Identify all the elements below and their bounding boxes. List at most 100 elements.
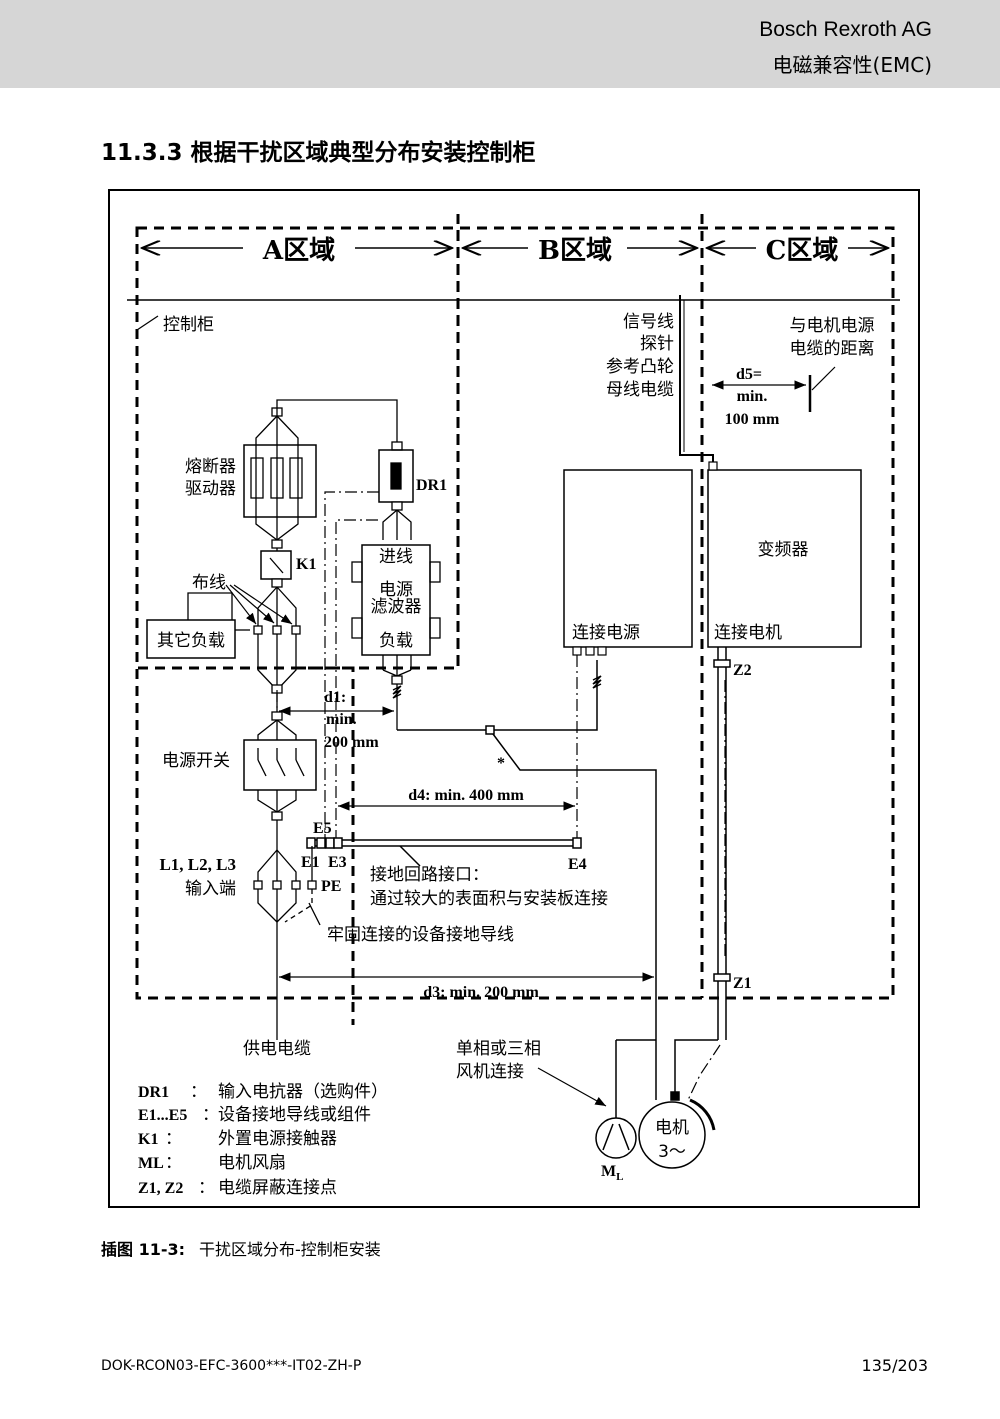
control-cabinet-label: 控制柜 — [163, 315, 214, 335]
signal-cable — [679, 295, 714, 470]
svg-text:：: ： — [165, 1129, 182, 1149]
filter-load-label: 负载 — [379, 631, 413, 651]
footer-page-number: 135/203 — [861, 1356, 928, 1375]
e4-label: E4 — [568, 856, 587, 873]
k1-label: K1 — [296, 556, 316, 573]
svg-text:200 mm: 200 mm — [324, 734, 379, 751]
header-chapter: 电磁兼容性(EMC) — [772, 53, 932, 77]
svg-text:3～: 3～ — [658, 1142, 686, 1162]
figure-caption: 插图 11-3:干扰区域分布-控制柜安装 — [101, 1236, 381, 1260]
legend-key-k1: K1 — [138, 1131, 158, 1148]
svg-text:母线电缆: 母线电缆 — [606, 380, 674, 400]
svg-text:：: ： — [165, 1153, 182, 1173]
d1-label: d1: min. 200 mm — [324, 689, 379, 751]
wiring-pointers — [225, 584, 293, 625]
legend-key-z1z2: Z1, Z2 — [138, 1180, 183, 1197]
fan-label: ML — [601, 1163, 623, 1183]
svg-text:100 mm: 100 mm — [725, 411, 780, 428]
pe-label: PE — [321, 878, 341, 895]
motor-cable — [674, 647, 731, 1092]
filter-in-label: 进线 — [379, 547, 413, 567]
legend-key-ml: ML — [138, 1155, 164, 1172]
svg-text:接地回路接口：: 接地回路接口： — [370, 865, 489, 885]
power-inverter-terminals — [572, 646, 607, 656]
svg-text:d1:: d1: — [324, 689, 346, 706]
cabinet-pointer — [136, 315, 159, 331]
fan-ml — [595, 1117, 637, 1159]
filter-to-inverter-cable — [397, 660, 657, 1100]
mains-switch-label: 电源开关 — [162, 751, 230, 771]
header-company: Bosch Rexroth AG — [759, 18, 932, 41]
svg-text:通过较大的表面积与安装板连接: 通过较大的表面积与安装板连接 — [370, 889, 608, 909]
z1-label: Z1 — [733, 975, 752, 992]
ground-conductor-label: 牢固连接的设备接地导线 — [327, 925, 514, 945]
ground-interface-label: 接地回路接口： 通过较大的表面积与安装板连接 — [370, 865, 608, 909]
d5-label: d5= min. 100 mm — [725, 366, 780, 428]
fuse-label: 熔断器 驱动器 — [185, 457, 236, 499]
e1-label: E1 — [301, 854, 320, 871]
mains-switch — [243, 693, 317, 821]
svg-text:L1, L2, L3: L1, L2, L3 — [159, 855, 236, 874]
legend-text-z1z2: 电缆屏蔽连接点 — [218, 1178, 337, 1198]
fan-pointer — [537, 1067, 607, 1107]
fan-connection-label: 单相或三相 风机连接 — [456, 1039, 541, 1082]
svg-text:滤波器: 滤波器 — [371, 597, 422, 617]
motor-cable-distance-pointer — [811, 366, 836, 391]
legend: DR1 ： 输入电抗器（选购件） E1...E5 ： 设备接地导线或组件 K1 … — [138, 1082, 388, 1198]
footer-doc-id: DOK-RCON03-EFC-3600***-IT02-ZH-P — [101, 1358, 362, 1374]
svg-text:信号线: 信号线 — [623, 312, 674, 332]
power-filter — [351, 544, 441, 730]
signal-lines-label: 信号线 探针 参考凸轮 母线电缆 — [606, 312, 674, 400]
connect-power-label: 连接电源 — [572, 623, 640, 643]
dr1-label: DR1 — [416, 477, 447, 494]
zone-a-label: A区域 — [262, 236, 335, 266]
e3-label: E3 — [328, 854, 347, 871]
figure-frame — [108, 189, 920, 1208]
legend-text-k1: 外置电源接触器 — [218, 1129, 337, 1149]
supply-cable-label: 供电电缆 — [243, 1039, 311, 1059]
asterisk-marker: * — [497, 755, 505, 772]
fuse-block — [243, 407, 317, 549]
motor-label: 电机 3～ — [655, 1118, 689, 1162]
input-terminals — [253, 820, 321, 1040]
dr1-reactor — [276, 399, 414, 540]
svg-text:熔断器: 熔断器 — [185, 457, 236, 477]
svg-text:电机: 电机 — [655, 1118, 689, 1138]
zone-b-label: B区域 — [538, 236, 612, 266]
wiring-label: 布线 — [192, 573, 226, 593]
e5-label: E5 — [313, 820, 332, 837]
z2-label: Z2 — [733, 662, 752, 679]
wiring-distribution — [187, 586, 301, 694]
svg-text:电缆的距离: 电缆的距离 — [790, 339, 875, 359]
motor-inverter-box — [707, 469, 862, 648]
legend-text-dr1: 输入电抗器（选购件） — [218, 1082, 388, 1102]
signal-terminal — [708, 461, 718, 471]
power-inverter-box — [563, 469, 693, 648]
zone-b-inner-boundary — [296, 666, 355, 1025]
svg-text:：: ： — [198, 1178, 215, 1198]
svg-text:电源: 电源 — [379, 580, 413, 600]
other-load-box — [146, 619, 236, 659]
legend-key-dr1: DR1 — [138, 1084, 169, 1101]
svg-text:min.: min. — [737, 388, 768, 405]
motor-cable-distance-label: 与电机电源 电缆的距离 — [790, 316, 875, 359]
svg-text:驱动器: 驱动器 — [185, 479, 236, 499]
fan-label-sub: L — [616, 1171, 623, 1183]
svg-text:：: ： — [202, 1105, 219, 1125]
caption-label: 插图 11-3: — [101, 1240, 186, 1259]
d3-label: d3: min. 200 mm — [423, 984, 539, 1001]
other-load-label: 其它负载 — [157, 631, 225, 651]
svg-text:d5=: d5= — [736, 366, 762, 383]
header-bar — [0, 0, 1000, 88]
svg-text:风机连接: 风机连接 — [456, 1062, 524, 1082]
svg-text:参考凸轮: 参考凸轮 — [606, 357, 674, 377]
fan-label-main: M — [601, 1163, 616, 1180]
zone-c-label: C区域 — [766, 236, 839, 266]
svg-text:：: ： — [190, 1082, 207, 1102]
inputs-label-cn: 输入端 — [185, 879, 236, 899]
zone-boundaries — [127, 214, 900, 1025]
motor — [638, 1091, 716, 1169]
legend-text-ml: 电机风扇 — [218, 1153, 286, 1173]
d4-label: d4: min. 400 mm — [408, 787, 524, 804]
ground-bus — [306, 837, 582, 867]
